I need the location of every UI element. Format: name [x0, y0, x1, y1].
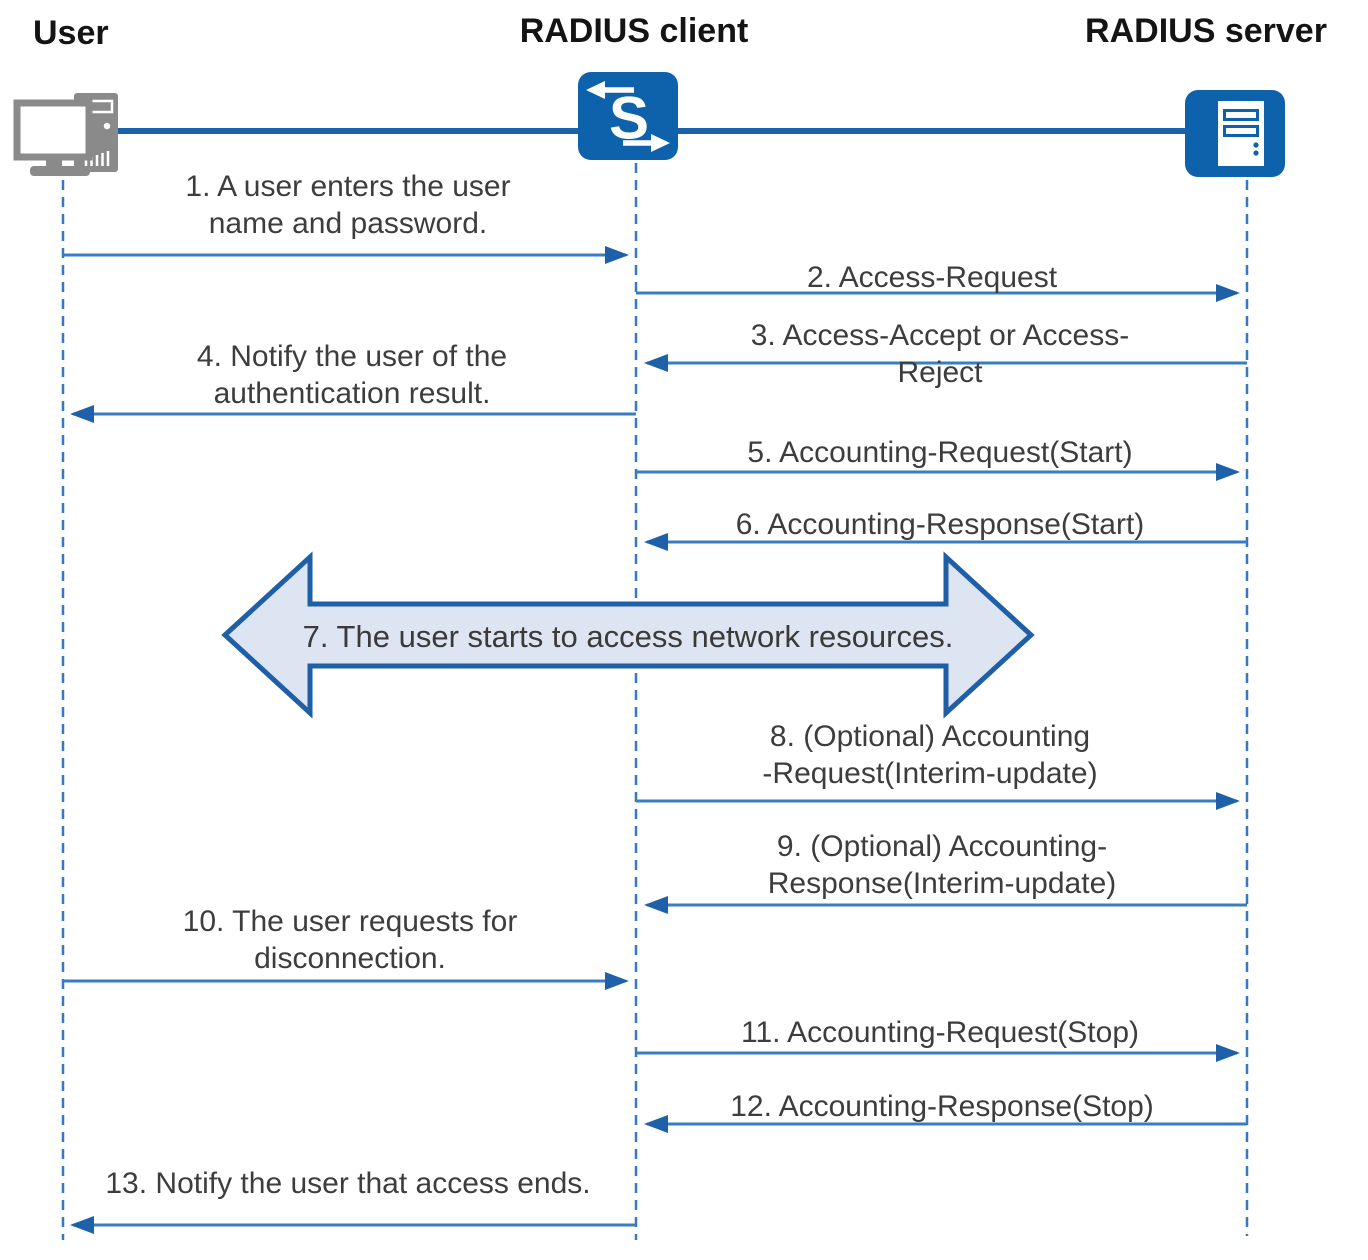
- switch-icon: S: [578, 72, 678, 160]
- message-label-12: 12. Accounting-Response(Stop): [730, 1090, 1154, 1123]
- actor-label-radius-server: RADIUS server: [1085, 12, 1327, 50]
- message-label-1: 1. A user enters the user name and passw…: [185, 170, 511, 240]
- server-icon: [1185, 90, 1285, 177]
- message-label-10: 10. The user requests for disconnection.: [182, 905, 518, 975]
- message-label-8: 8. (Optional) Accounting -Request(Interi…: [762, 720, 1098, 790]
- actor-label-radius-client: RADIUS client: [519, 12, 749, 50]
- wide-double-arrow-7: [221, 551, 1035, 719]
- message-label-4: 4. Notify the user of the authentication…: [196, 340, 508, 410]
- message-label-3: 3. Access-Accept or Access-Reject: [750, 319, 1130, 389]
- message-label-2: 2. Access-Request: [806, 261, 1058, 294]
- message-label-13: 13. Notify the user that access ends.: [105, 1167, 591, 1200]
- message-label-9: 9. (Optional) Accounting- Response(Inter…: [767, 830, 1117, 900]
- actor-label-user: User: [33, 14, 109, 52]
- message-label-6: 6. Accounting-Response(Start): [735, 508, 1145, 541]
- desktop-computer-icon: [13, 93, 118, 176]
- message-label-5: 5. Accounting-Request(Start): [747, 436, 1133, 469]
- message-label-7: 7. The user starts to access network res…: [302, 619, 954, 654]
- message-label-11: 11. Accounting-Request(Stop): [740, 1016, 1140, 1049]
